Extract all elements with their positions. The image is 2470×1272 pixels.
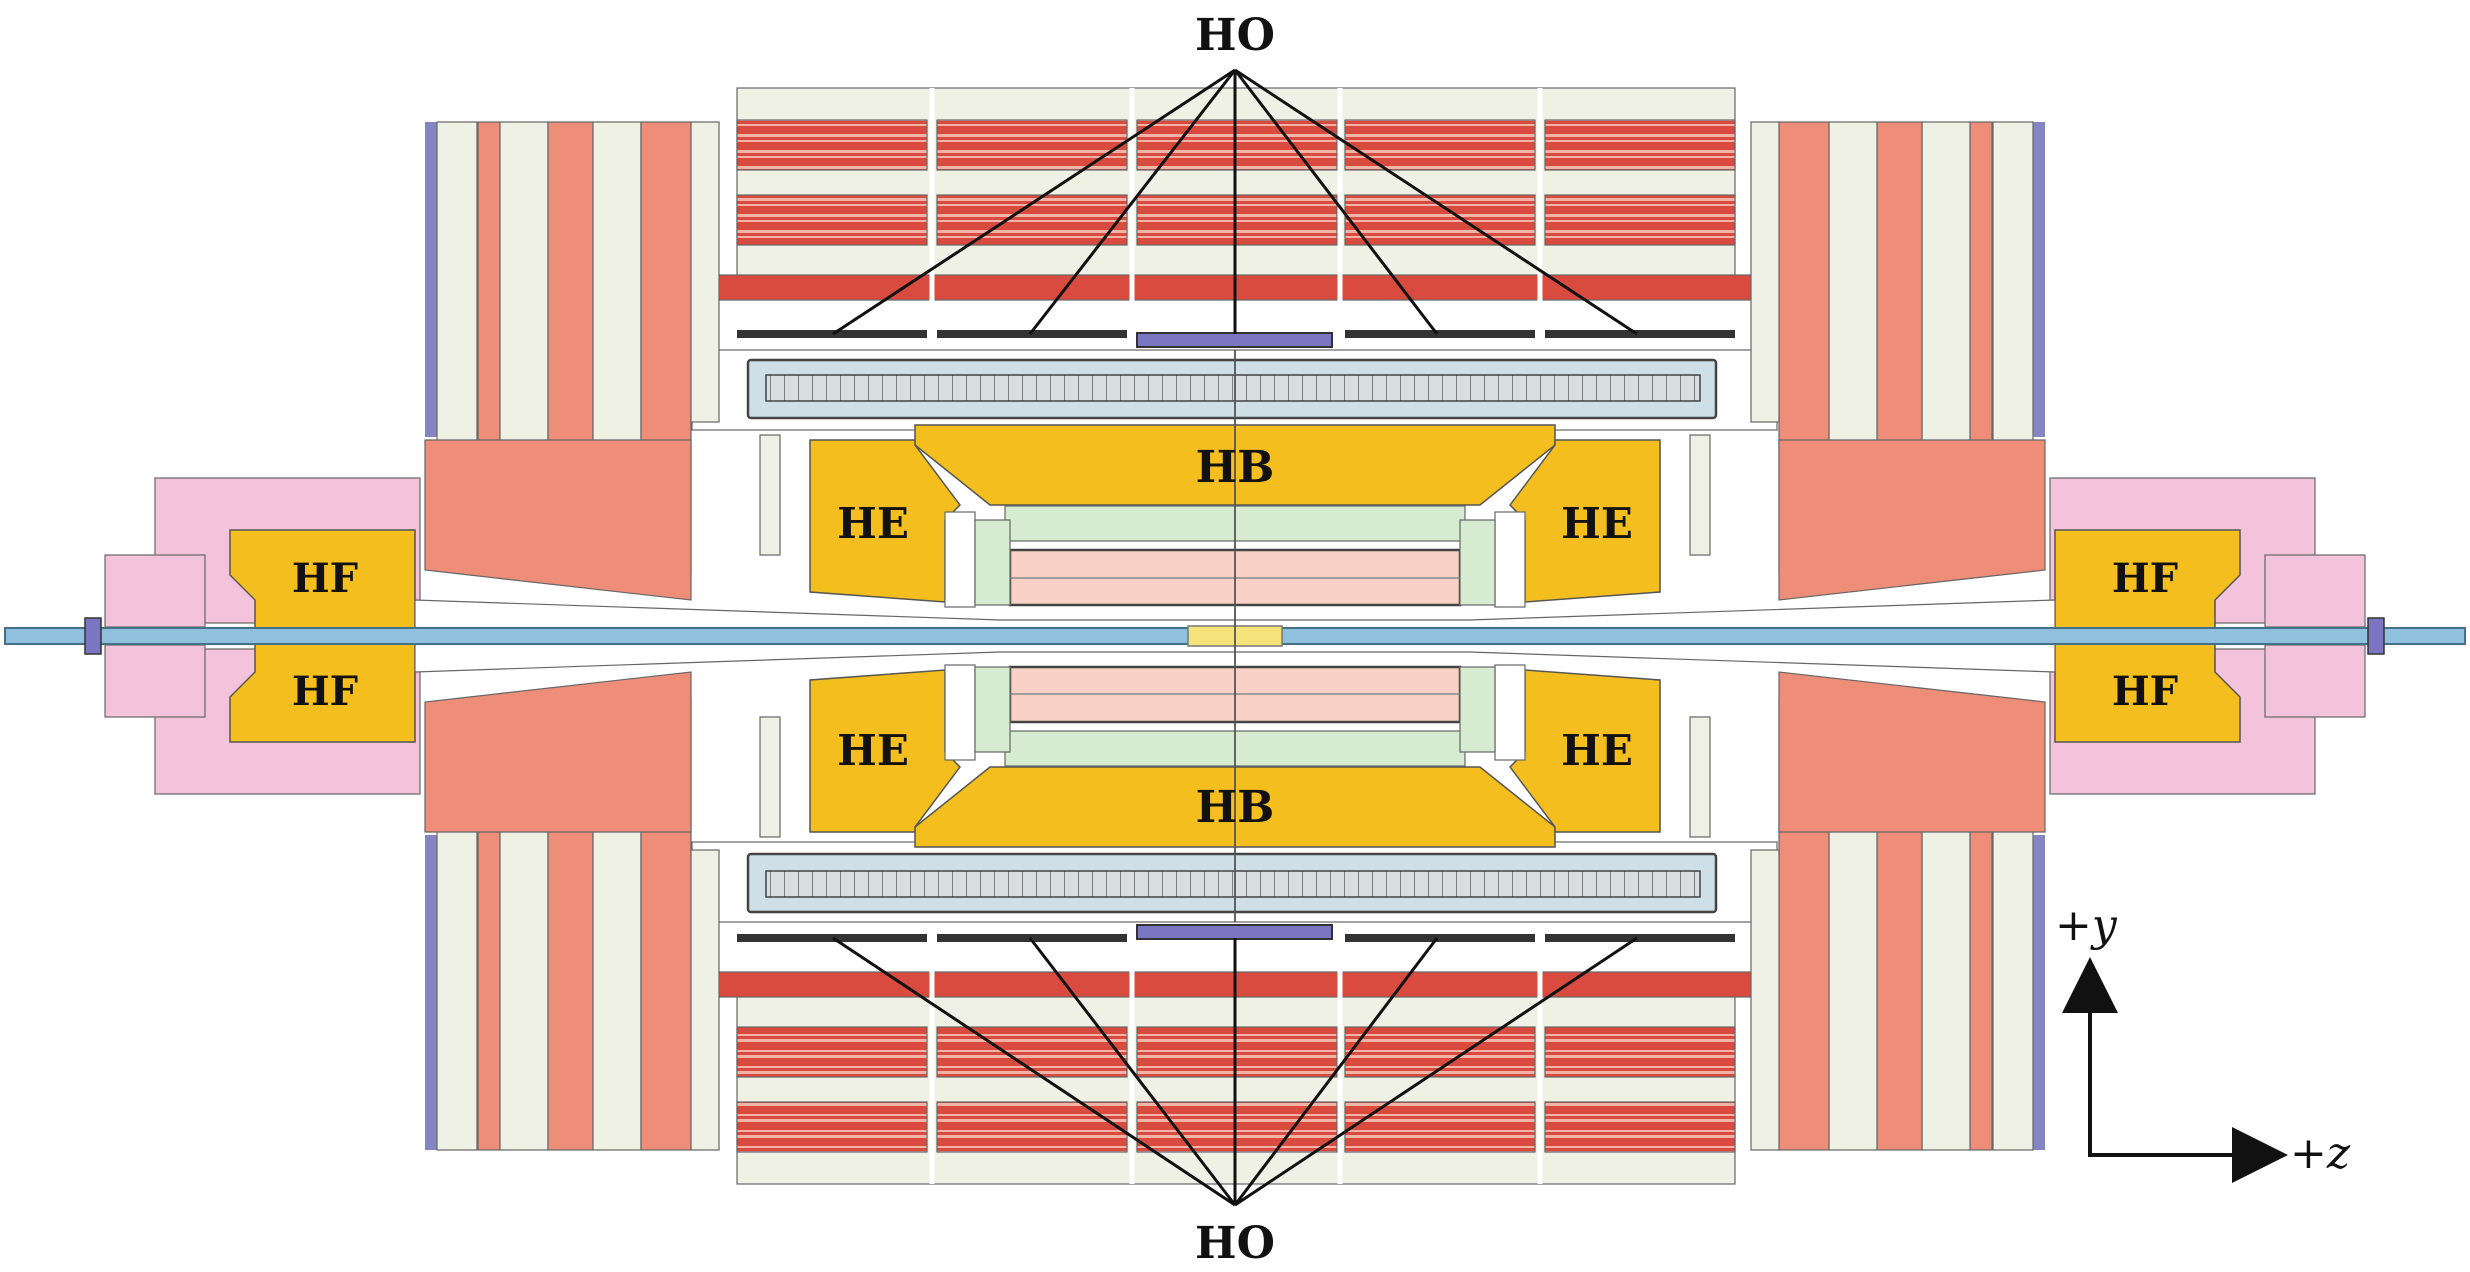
ho-bars	[737, 330, 1735, 348]
coordinate-axes: +y +z	[2055, 900, 2351, 1183]
label-he-bottom-left: HE	[837, 726, 909, 775]
label-ho-top: HO	[1195, 10, 1275, 61]
endcap-yoke-right	[1689, 121, 2046, 601]
label-ho-bottom: HO	[1195, 1218, 1275, 1269]
label-hb-bottom: HB	[1196, 782, 1275, 833]
label-he-top-left: HE	[837, 499, 909, 548]
y-axis-label: +y	[2055, 900, 2118, 951]
ho-leader-lines-top	[832, 68, 1638, 336]
z-axis-label: +z	[2290, 1128, 2351, 1179]
label-he-top-right: HE	[1561, 499, 1633, 548]
endcap-yoke-left	[424, 121, 781, 601]
detector-top-half	[104, 87, 2366, 629]
label-hf-bottom-left: HF	[292, 668, 358, 715]
label-hf-top-right: HF	[2112, 555, 2178, 602]
label-he-bottom-right: HE	[1561, 726, 1633, 775]
label-hf-bottom-right: HF	[2112, 668, 2178, 715]
label-hb-top: HB	[1196, 442, 1275, 493]
label-hf-top-left: HF	[292, 555, 358, 602]
ho-leader-lines-bottom	[832, 936, 1638, 1207]
